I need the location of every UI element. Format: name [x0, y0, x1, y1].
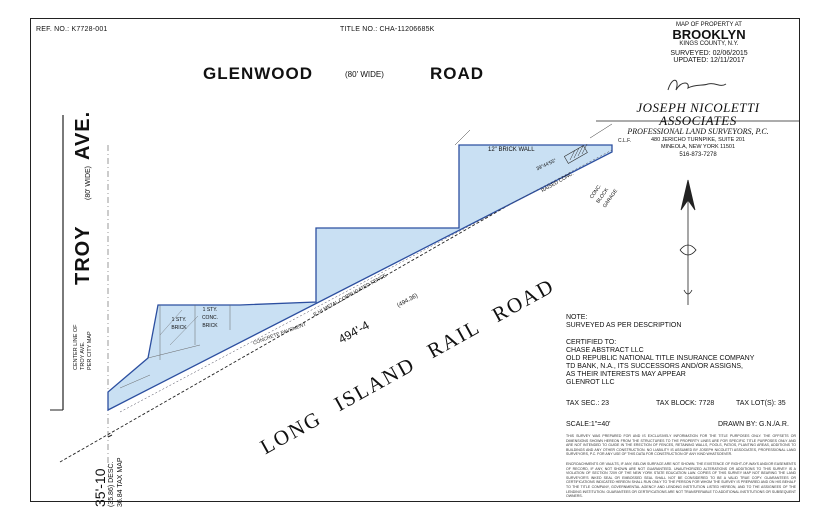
north-arrow-icon — [679, 179, 697, 305]
firm-address-2: MINEOLA, NEW YORK 11501 — [660, 144, 736, 150]
disclaimer-2: ENCROACHMENTS OR VAULTS, IF ANY, BELOW S… — [566, 462, 796, 499]
building-1-label: 1 STY. BRICK — [171, 317, 187, 331]
road-label: ROAD — [430, 64, 485, 83]
troy-width: (80' WIDE) — [85, 165, 92, 200]
map-of-label: MAP OF PROPERTY AT — [676, 22, 742, 28]
firm-name: JOSEPH NICOLETTI ASSOCIATES — [636, 100, 760, 128]
fence-line — [119, 149, 613, 413]
scale: SCALE:1"=40' — [566, 421, 611, 428]
clf-label: C.L.F. — [618, 138, 632, 144]
firm-subtitle: PROFESSIONAL LAND SURVEYORS, P.C. — [627, 127, 769, 136]
signature-mark — [667, 79, 727, 91]
certified-4: AS THEIR INTERESTS MAY APPEAR — [566, 371, 686, 378]
place-name: BROOKLYN — [672, 27, 746, 42]
firm-block: JOSEPH NICOLETTI ASSOCIATES PROFESSIONAL… — [596, 101, 800, 159]
title-number: TITLE NO.: CHA-11206685K — [340, 26, 435, 33]
certified-5: GLENROT LLC — [566, 379, 615, 386]
ref-number: REF. NO.: K7728-001 — [36, 26, 108, 33]
updated-date: UPDATED: 12/11/2017 — [673, 57, 745, 64]
county: KINGS COUNTY, N.Y. — [679, 41, 739, 47]
building-2-label: 1 STY. CONC. BRICK — [201, 307, 219, 329]
glenwood-width: (80' WIDE) — [345, 70, 384, 79]
tax-section: TAX SEC.: 23 — [566, 400, 610, 407]
ave-label: AVE. — [72, 110, 94, 160]
tax-block: TAX BLOCK: 7728 — [656, 400, 715, 407]
map-frame — [30, 18, 800, 502]
desc-tax-map: 36.84 TAX MAP — [117, 457, 124, 507]
desc-dimension: 35'-10 — [92, 468, 108, 507]
drawn-by: DRAWN BY: G.N./A.R. — [718, 421, 789, 428]
firm-phone: 516-873-7278 — [679, 152, 717, 158]
certified-label: CERTIFIED TO: — [566, 339, 617, 346]
garage-hatch — [569, 143, 588, 161]
certified-1: CHASE ABSTRACT LLC — [566, 347, 644, 354]
certified-3: TD BANK, N.A., ITS SUCCESSORS AND/OR ASS… — [566, 363, 743, 370]
surveyed-date: SURVEYED: 02/06/2015 — [670, 50, 748, 57]
troy-label: TROY — [72, 225, 94, 285]
firm-address-1: 480 JERICHO TURNPIKE, SUITE 201 — [650, 137, 746, 143]
desc-dimension-alt: (35.86) DESC. — [108, 461, 115, 507]
disclaimer-1: THIS SURVEY WAS PREPARED FOR AND IS EXCL… — [566, 434, 796, 457]
garage-outline — [563, 145, 588, 164]
note-text: SURVEYED AS PER DESCRIPTION — [566, 322, 682, 329]
glenwood-label: GLENWOOD — [203, 64, 313, 83]
certified-2: OLD REPUBLIC NATIONAL TITLE INSURANCE CO… — [566, 355, 755, 362]
note-label: NOTE: — [566, 314, 588, 321]
tax-lots: TAX LOT(S): 35 — [736, 400, 786, 407]
property-parcel — [107, 144, 613, 412]
title-block: MAP OF PROPERTY AT BROOKLYN KINGS COUNTY… — [620, 22, 798, 64]
brick-wall-label: 12" BRICK WALL — [488, 147, 535, 153]
center-line-note-3: PER CITY MAP — [87, 331, 93, 370]
